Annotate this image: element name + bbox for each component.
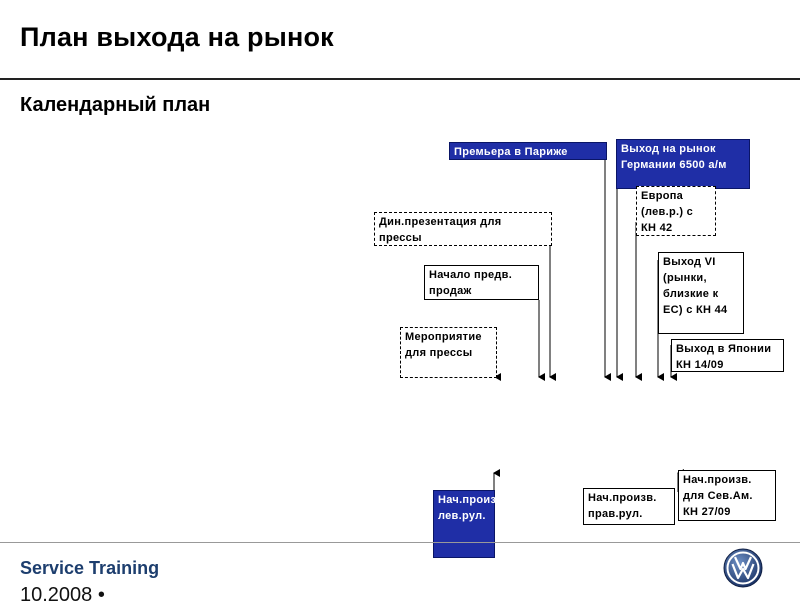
event-japan-launch: Выход в Японии КН 14/09	[671, 339, 784, 372]
event-germany-launch: Выход на рынок Германии 6500 а/м	[616, 139, 750, 189]
event-press-events: Мероприятие для прессы	[400, 327, 497, 378]
event-production-rhd: Нач.произв. прав.рул.	[583, 488, 675, 525]
footer-divider	[0, 542, 800, 543]
event-presales-start: Начало предв. продаж	[424, 265, 539, 300]
vw-logo-icon	[723, 548, 763, 588]
event-press-presentation: Дин.презентация для прессы	[374, 212, 552, 246]
footer-brand-label: Service Training	[20, 558, 160, 578]
event-production-lhd: Нач.производство лев.рул.	[433, 490, 543, 558]
event-paris-premiere: Премьера в Париже	[449, 142, 607, 160]
page-title: План выхода на рынок	[20, 22, 334, 52]
title-divider	[0, 78, 800, 80]
event-europe: Европа (лев.р.) с КН 42	[636, 186, 716, 236]
event-production-north-america: Нач.произв. для Сев.Ам. КН 27/09	[678, 470, 776, 521]
footer-date: 10.2008 •	[20, 584, 105, 606]
page-subtitle: Календарный план	[20, 94, 211, 116]
event-vi-markets: Выход VI (рынки, близкие к ЕС) с КН 44	[658, 252, 744, 334]
